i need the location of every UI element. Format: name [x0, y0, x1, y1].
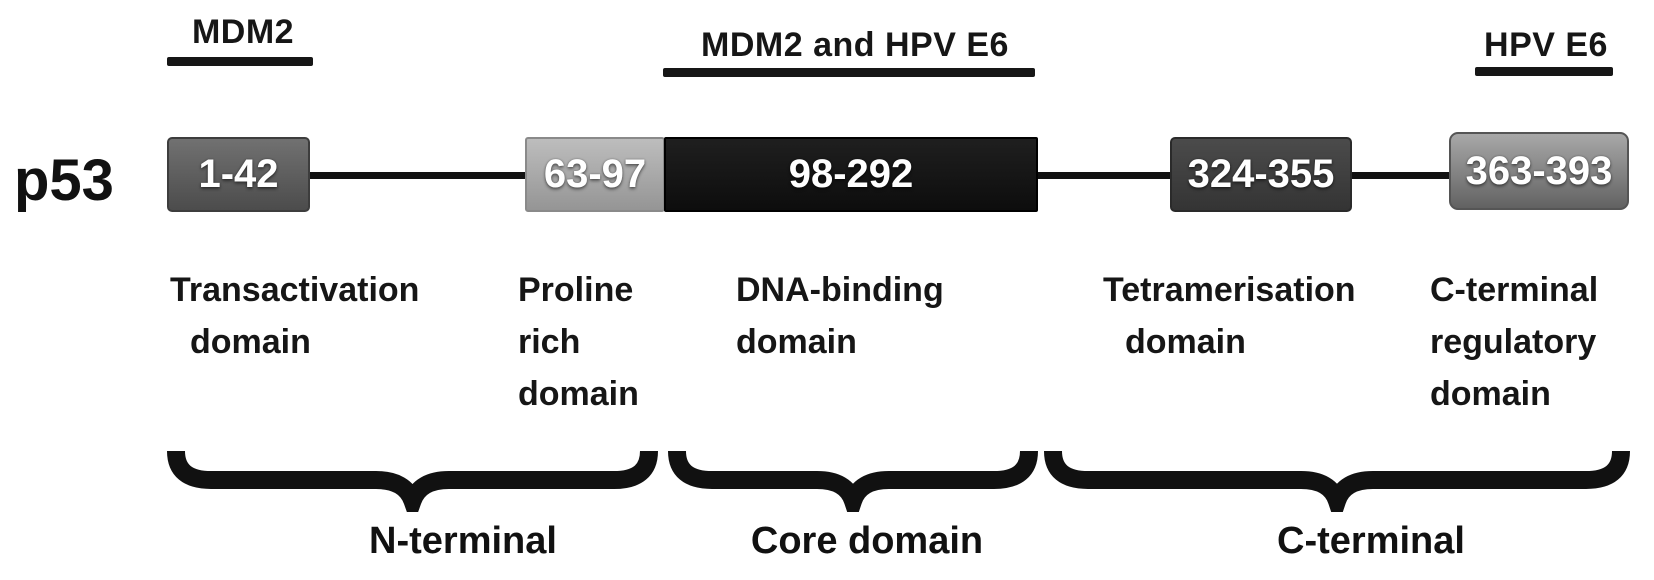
binding-header-mdm2: MDM2	[191, 13, 295, 51]
domain-name-line: domain	[190, 323, 311, 361]
domain-box-c-terminal-regulatory: 363-393	[1449, 132, 1629, 210]
domain-range-label: 1-42	[198, 152, 279, 196]
protein-label: p53	[14, 148, 114, 213]
binding-header-hpv-e6-underline	[1475, 67, 1613, 76]
domain-name-line: DNA-binding	[736, 271, 944, 309]
binding-header-mdm2-hpv-e6-underline	[663, 68, 1035, 77]
domain-range-label: 98-292	[788, 152, 914, 196]
n-terminal-brace	[167, 446, 658, 512]
domain-name-line: C-terminal	[1430, 271, 1599, 309]
c-terminal-brace	[1044, 446, 1630, 512]
binding-header-mdm2-underline	[167, 57, 313, 66]
region-label-n-terminal: N-terminal	[369, 520, 557, 562]
domain-name-line: rich	[518, 323, 581, 361]
domain-name-line: Transactivation	[170, 271, 420, 309]
domain-range-label: 324-355	[1187, 152, 1335, 196]
domain-box-dna-binding: 98-292	[664, 137, 1038, 212]
domain-name-line: regulatory	[1430, 323, 1597, 361]
region-label-core-domain: Core domain	[750, 520, 984, 562]
domain-name-line: domain	[518, 375, 639, 413]
domain-name-tetramerisation: Tetramerisation domain	[1103, 264, 1356, 368]
domain-range-label: 363-393	[1465, 148, 1613, 193]
domain-name-line: domain	[1125, 323, 1246, 361]
domain-range-label: 63-97	[543, 152, 647, 196]
domain-box-tetramerisation: 324-355	[1170, 137, 1352, 212]
domain-name-line: domain	[1430, 375, 1551, 413]
domain-name-proline-rich: Proline rich domain	[518, 264, 639, 420]
domain-name-transactivation: Transactivation domain	[170, 264, 419, 368]
domain-name-line: domain	[736, 323, 857, 361]
binding-header-hpv-e6: HPV E6	[1484, 26, 1608, 64]
region-label-c-terminal: C-terminal	[1277, 520, 1465, 562]
domain-name-dna-binding: DNA-binding domain	[736, 264, 944, 368]
domain-box-transactivation: 1-42	[167, 137, 310, 212]
binding-header-mdm2-hpv-e6: MDM2 and HPV E6	[701, 26, 1009, 64]
domain-name-line: Tetramerisation	[1103, 271, 1356, 309]
core-domain-brace	[668, 446, 1038, 512]
domain-name-line: Proline	[518, 271, 634, 309]
domain-box-proline-rich: 63-97	[525, 137, 665, 212]
domain-name-c-terminal-regulatory: C-terminal regulatory domain	[1430, 264, 1598, 420]
